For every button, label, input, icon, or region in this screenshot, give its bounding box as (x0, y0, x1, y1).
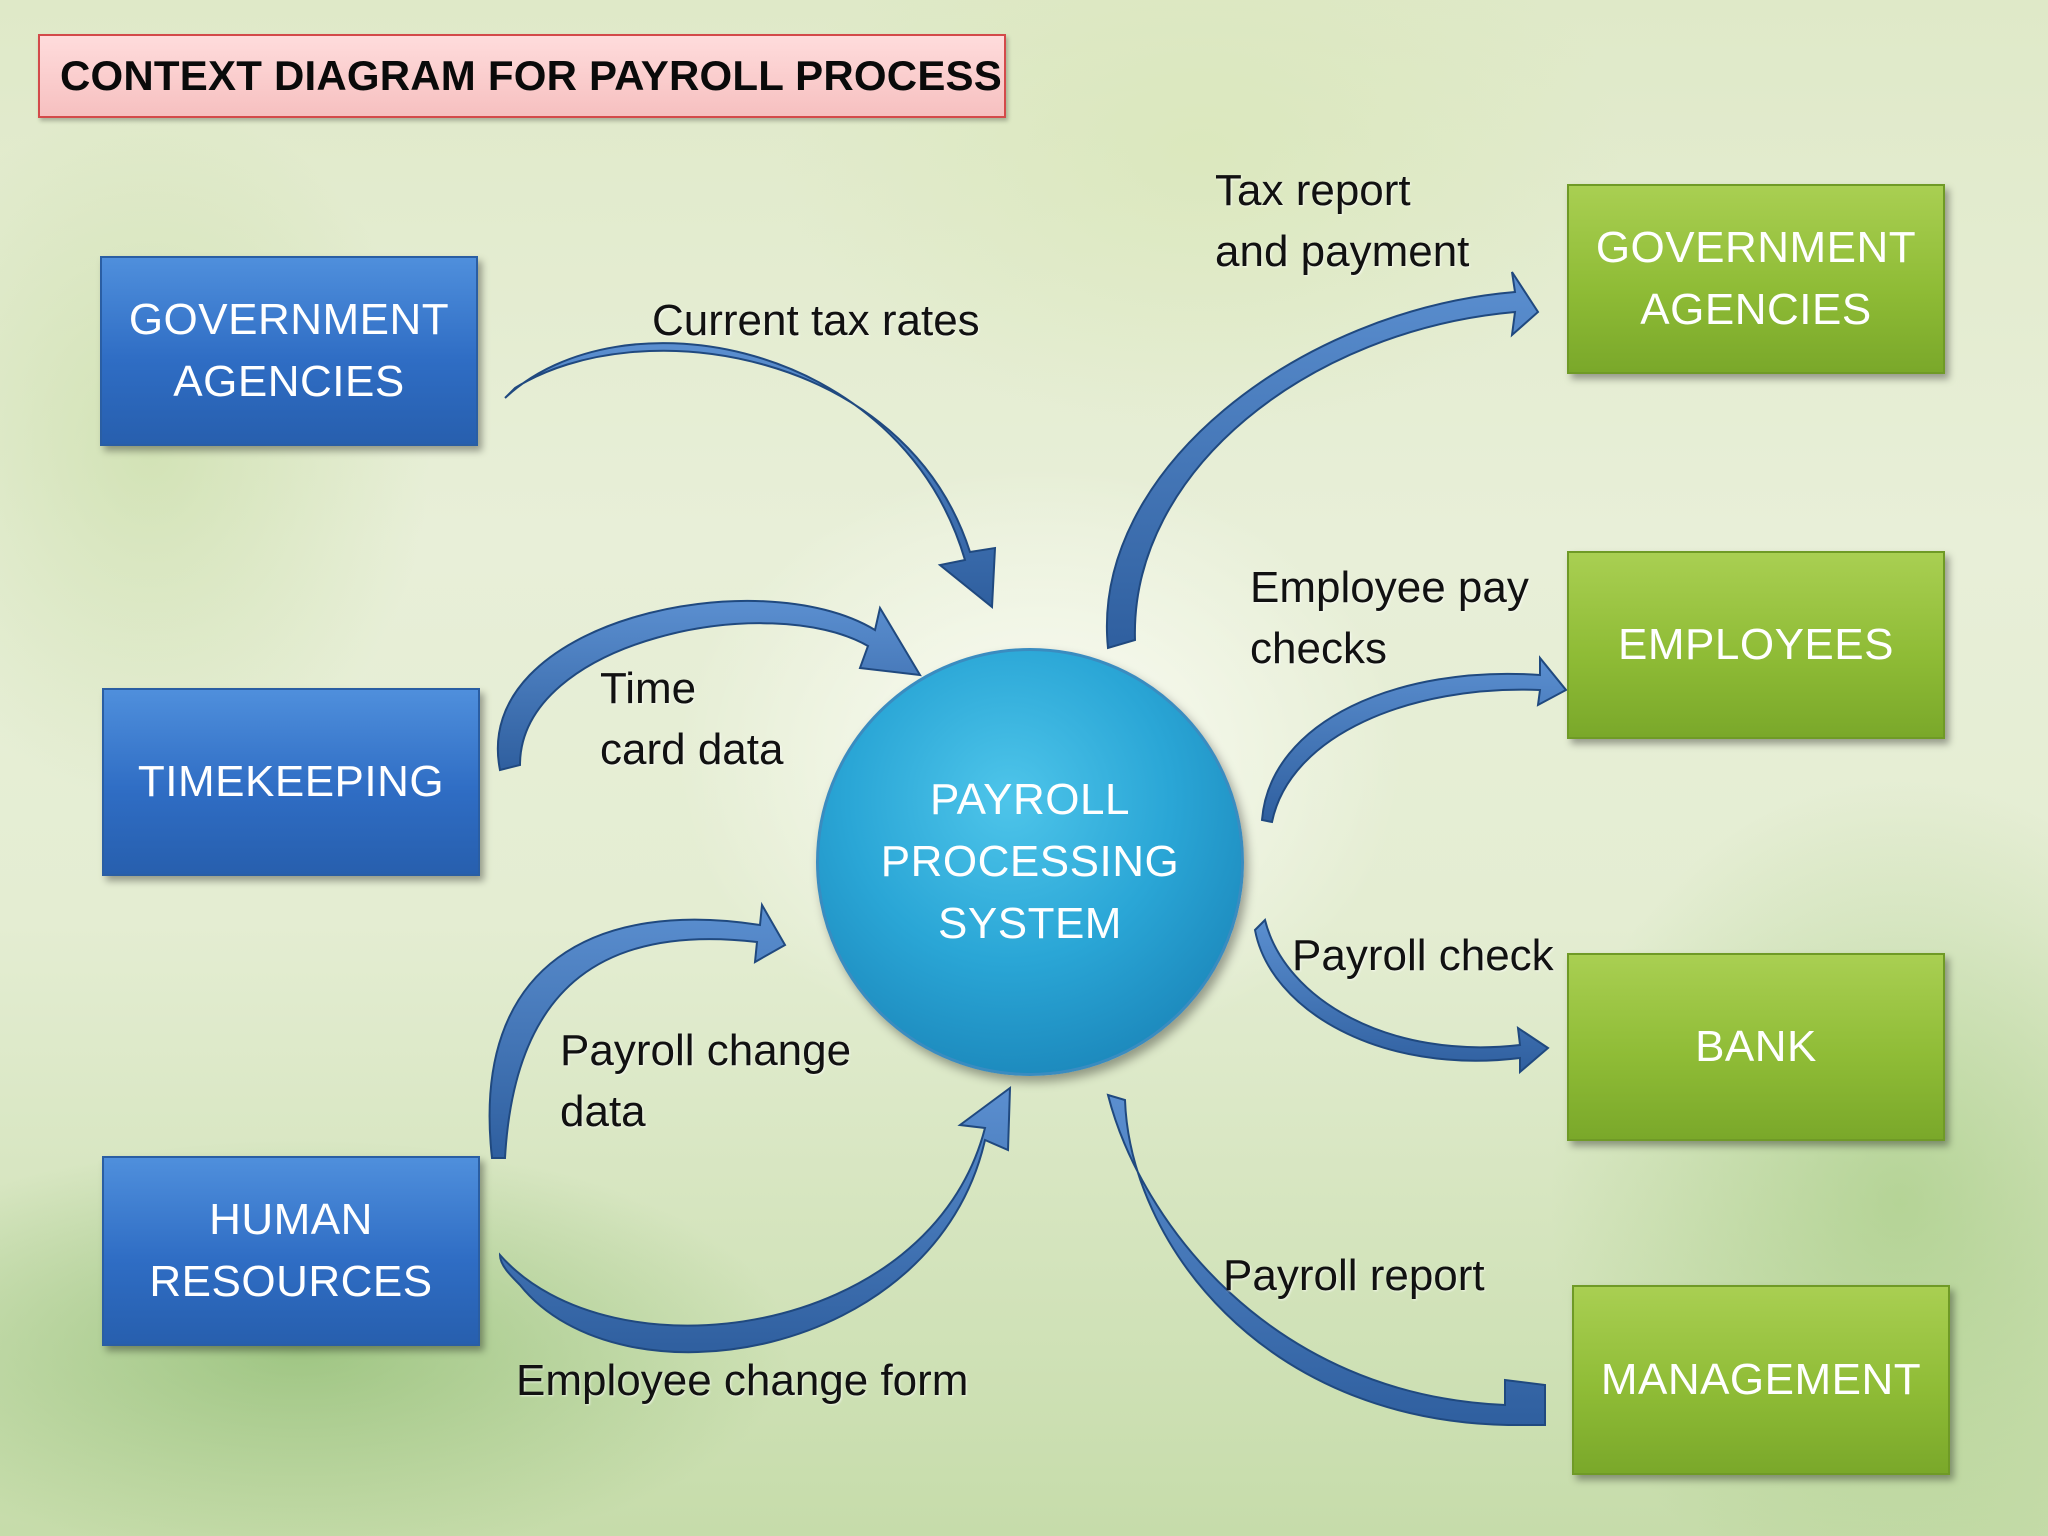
entity-label: MANAGEMENT (1600, 1355, 1922, 1404)
arrow-tax-report-and-payment (1105, 271, 1540, 650)
diagram-title: CONTEXT DIAGRAM FOR PAYROLL PROCESS (38, 34, 1006, 118)
arrow-time-card-data (496, 599, 922, 772)
flow-label-payroll-change-data: Payroll change data (560, 1026, 852, 1136)
entity-human-resources: HUMAN RESOURCES (102, 1156, 480, 1346)
arrow-payroll-change-data (488, 901, 787, 1159)
arrow-current-tax-rates (504, 342, 997, 610)
entity-label: GOVERNMENT AGENCIES (1595, 223, 1917, 334)
diagram-title-text: CONTEXT DIAGRAM FOR PAYROLL PROCESS (60, 52, 1002, 99)
flow-label-employee-change-form: Employee change form (516, 1356, 969, 1405)
flow-label-current-tax-rates: Current tax rates (652, 296, 980, 345)
entity-label: BANK (1695, 1022, 1817, 1071)
flow-label-employee-pay-checks: Employee pay checks (1250, 563, 1529, 673)
entity-timekeeping: TIMEKEEPING (102, 688, 480, 876)
entity-label: TIMEKEEPING (137, 757, 445, 806)
process-label: PAYROLL PROCESSING SYSTEM (880, 775, 1180, 948)
entity-label: EMPLOYEES (1618, 620, 1894, 669)
flow-label-payroll-check: Payroll check (1292, 931, 1554, 980)
entity-bank: BANK (1567, 953, 1945, 1141)
entity-management: MANAGEMENT (1572, 1285, 1950, 1475)
flow-label-payroll-report: Payroll report (1223, 1251, 1485, 1300)
arrow-payroll-report (1106, 1093, 1546, 1426)
entity-government-agencies-sink: GOVERNMENT AGENCIES (1567, 184, 1945, 374)
entity-government-agencies-source: GOVERNMENT AGENCIES (100, 256, 478, 446)
arrow-employee-change-form (498, 1085, 1012, 1354)
flow-label-tax-report-and-payment: Tax report and payment (1215, 166, 1470, 276)
entity-employees: EMPLOYEES (1567, 551, 1945, 739)
flow-label-time-card-data: Time card data (600, 664, 784, 774)
entity-label: GOVERNMENT AGENCIES (128, 295, 450, 406)
arrow-employee-pay-checks (1260, 655, 1568, 824)
process-payroll-processing-system: PAYROLL PROCESSING SYSTEM (816, 648, 1244, 1076)
entity-label: HUMAN RESOURCES (149, 1195, 433, 1306)
arrow-payroll-check (1253, 918, 1550, 1075)
